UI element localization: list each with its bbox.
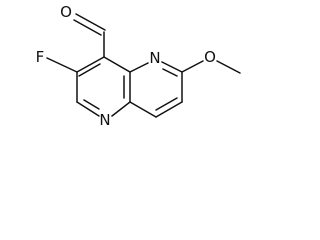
bond-c4-c3-inner (78, 63, 101, 77)
bond-c4a-n5 (129, 62, 149, 73)
skeletal-formula: O F N O N (36, 3, 241, 129)
bond-n5-c6 (161, 61, 183, 73)
atom-label-fluorine: F (36, 48, 45, 66)
bond-n1-c8a (111, 101, 131, 117)
bond-o-ch3 (216, 60, 241, 74)
bond-c2-n1-inner (83, 99, 100, 110)
structure-canvas: O F N O N (35, 3, 241, 129)
bond-cho-o-double-a (75, 13, 106, 31)
bond-cho-o-double-b (73, 19, 102, 36)
bond-c7-c8 (155, 101, 183, 118)
bond-c7-c8-inner (155, 97, 178, 111)
atom-label-nitrogen-5: N (149, 49, 160, 67)
atom-label-nitrogen-1: N (99, 111, 110, 129)
bond-c4-c3 (76, 56, 105, 73)
bond-c3-f (46, 57, 78, 73)
atom-label-oxygen-methoxy: O (204, 48, 216, 66)
bond-c2-n1 (76, 101, 100, 117)
bond-c6-o (181, 60, 204, 73)
bond-c4a-c4 (103, 56, 131, 73)
bond-c8-c8a (129, 101, 157, 118)
bond-n5-c6-inner (162, 68, 178, 77)
atom-label-oxygen-carbonyl: O (60, 3, 72, 21)
